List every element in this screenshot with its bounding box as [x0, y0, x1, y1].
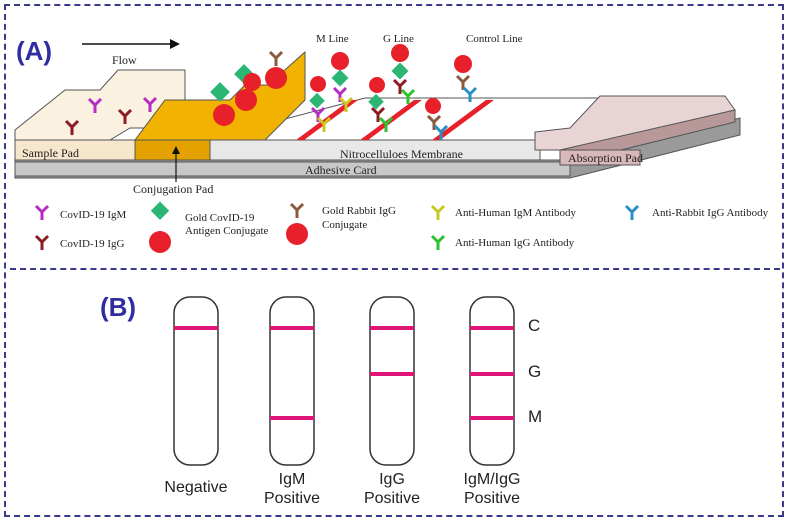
strip-label-line2: Positive — [463, 490, 521, 507]
flow-arrow — [82, 39, 180, 49]
control-line-label: Control Line — [466, 33, 523, 45]
strip-label-line1: Negative — [164, 479, 228, 496]
figure-frame — [4, 4, 784, 517]
m-line-letter: M — [528, 407, 543, 426]
strip-label-igm-positive: IgM Positive — [242, 470, 342, 508]
legend-anti-rabbit-icon — [624, 204, 640, 222]
g-line-letter: G — [528, 362, 542, 381]
flow-label: Flow — [112, 53, 137, 67]
strip-label-line1: IgG — [379, 471, 405, 488]
legend-anti-igg-label: Anti-Human IgG Antibody — [455, 237, 575, 249]
strip-label-negative: Negative — [146, 478, 246, 497]
strip-label-igm-igg-positive: IgM/IgG Positive — [442, 470, 542, 508]
legend-gold-antigen-line1: Gold CovID-19 — [185, 212, 255, 224]
strip-label-line1: IgM — [278, 471, 306, 488]
absorption-pad-label: Absorption Pad — [568, 151, 643, 165]
conjugation-pad-pointer — [172, 146, 180, 182]
legend-gold-rabbit-icon — [286, 202, 308, 245]
adhesive-card — [14, 117, 741, 179]
m-line-label: M Line — [316, 33, 349, 45]
gold-rabbit-conjugate-icon — [265, 50, 287, 89]
absorption-pad — [534, 95, 736, 166]
legend-igm-label: CovID-19 IgM — [60, 209, 127, 221]
strip-label-line2: Positive — [363, 490, 421, 507]
panel-divider — [10, 268, 780, 270]
panel-b-label: (B) — [100, 292, 137, 322]
g-line-label: G Line — [383, 33, 414, 45]
legend-gold-antigen-line2: Antigen Conjugate — [185, 225, 269, 237]
legend-gold-rabbit-line2: Conjugate — [322, 219, 368, 231]
legend-anti-igm-label: Anti-Human IgM Antibody — [455, 207, 576, 219]
legend-anti-igm-icon — [430, 204, 446, 222]
c-line-letter: C — [528, 316, 541, 335]
control-line-complex — [425, 55, 478, 142]
legend-anti-igg-icon — [430, 234, 446, 252]
legend-gold-rabbit-line1: Gold Rabbit IgG — [322, 205, 396, 217]
legend-igg-label: CovID-19 IgG — [60, 238, 125, 250]
conjugation-pad-label: Conjugation Pad — [133, 182, 213, 196]
legend-anti-rabbit-label: Anti-Rabbit IgG Antibody — [652, 207, 769, 219]
sample-pad-label: Sample Pad — [22, 146, 79, 160]
legend-igg-icon — [34, 234, 50, 252]
membrane-label: Nitrocelluloes Membrane — [340, 147, 463, 161]
legend-gold-antigen-icon — [149, 201, 171, 253]
adhesive-card-label: Adhesive Card — [305, 163, 377, 177]
gold-antigen-conjugate-icon — [210, 82, 235, 126]
gold-antigen-conjugate-icon — [243, 73, 261, 91]
strip-label-line1: IgM/IgG — [463, 471, 521, 488]
lateral-flow-diagram: Flow Adhesive Card Nitrocelluloes Membra… — [14, 33, 741, 253]
legend-igm-icon — [34, 204, 50, 222]
control-line — [432, 100, 494, 140]
strip-label-line2: Positive — [263, 490, 321, 507]
panel-a-label: (A) — [16, 36, 53, 66]
strip-label-igg-positive: IgG Positive — [342, 470, 442, 508]
